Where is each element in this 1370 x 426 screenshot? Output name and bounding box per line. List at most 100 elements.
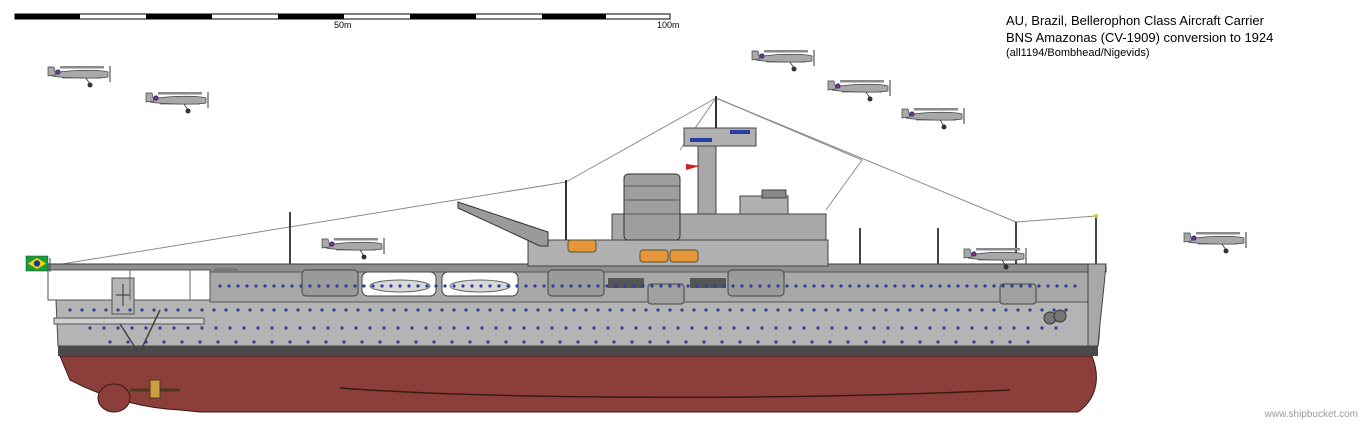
porthole (414, 340, 418, 344)
porthole (288, 340, 292, 344)
porthole (929, 284, 933, 288)
porthole (713, 284, 717, 288)
porthole (676, 326, 680, 330)
porthole (785, 284, 789, 288)
porthole (692, 308, 696, 312)
porthole (1026, 326, 1030, 330)
porthole (432, 340, 436, 344)
porthole (587, 284, 591, 288)
biplane-icon (145, 92, 209, 114)
porthole (270, 340, 274, 344)
porthole (1064, 284, 1068, 288)
porthole (956, 326, 960, 330)
porthole (738, 340, 742, 344)
porthole (612, 340, 616, 344)
porthole (340, 326, 344, 330)
porthole (776, 308, 780, 312)
portholes (68, 284, 1077, 344)
porthole (648, 340, 652, 344)
porthole (732, 326, 736, 330)
porthole (558, 340, 562, 344)
porthole (214, 326, 218, 330)
porthole (1028, 284, 1032, 288)
porthole (1040, 326, 1044, 330)
porthole (396, 340, 400, 344)
porthole (186, 326, 190, 330)
porthole (620, 308, 624, 312)
porthole (353, 284, 357, 288)
porthole (382, 326, 386, 330)
porthole (718, 326, 722, 330)
porthole (882, 340, 886, 344)
porthole (506, 284, 510, 288)
porthole (308, 308, 312, 312)
porthole (776, 284, 780, 288)
porthole (634, 326, 638, 330)
porthole (606, 326, 610, 330)
porthole (335, 284, 339, 288)
porthole (702, 340, 706, 344)
porthole (126, 340, 130, 344)
porthole (911, 284, 915, 288)
porthole (299, 284, 303, 288)
porthole (932, 308, 936, 312)
porthole (800, 308, 804, 312)
porthole (1019, 284, 1023, 288)
porthole (80, 308, 84, 312)
biplane-icon (827, 80, 891, 102)
porthole (102, 326, 106, 330)
scale-label-100m: 100m (657, 20, 680, 30)
porthole (758, 284, 762, 288)
porthole (592, 326, 596, 330)
porthole (308, 284, 312, 288)
porthole (846, 340, 850, 344)
porthole (488, 284, 492, 288)
porthole (908, 308, 912, 312)
porthole (893, 284, 897, 288)
porthole (594, 340, 598, 344)
porthole (936, 340, 940, 344)
porthole (1052, 308, 1056, 312)
porthole (884, 284, 888, 288)
porthole (326, 284, 330, 288)
porthole (902, 284, 906, 288)
porthole (984, 326, 988, 330)
porthole (234, 340, 238, 344)
porthole (368, 308, 372, 312)
porthole (1016, 308, 1020, 312)
porthole (548, 308, 552, 312)
porthole (362, 284, 366, 288)
porthole (810, 340, 814, 344)
porthole (245, 284, 249, 288)
porthole (172, 326, 176, 330)
scale-label-50m: 50m (334, 20, 352, 30)
porthole (522, 326, 526, 330)
porthole (872, 308, 876, 312)
porthole (162, 340, 166, 344)
porthole (605, 284, 609, 288)
porthole (756, 340, 760, 344)
porthole (812, 284, 816, 288)
porthole (774, 340, 778, 344)
porthole (830, 326, 834, 330)
porthole (956, 308, 960, 312)
porthole (704, 326, 708, 330)
porthole (212, 308, 216, 312)
porthole (956, 284, 960, 288)
watermark: www.shipbucket.com (1264, 409, 1358, 420)
aircraft-group (47, 50, 1247, 270)
porthole (767, 284, 771, 288)
porthole (680, 308, 684, 312)
porthole (983, 284, 987, 288)
porthole (920, 308, 924, 312)
porthole (164, 308, 168, 312)
porthole (296, 308, 300, 312)
porthole (965, 284, 969, 288)
porthole (632, 284, 636, 288)
porthole (344, 284, 348, 288)
porthole (720, 340, 724, 344)
porthole (260, 308, 264, 312)
porthole (392, 308, 396, 312)
porthole (690, 326, 694, 330)
porthole (317, 284, 321, 288)
